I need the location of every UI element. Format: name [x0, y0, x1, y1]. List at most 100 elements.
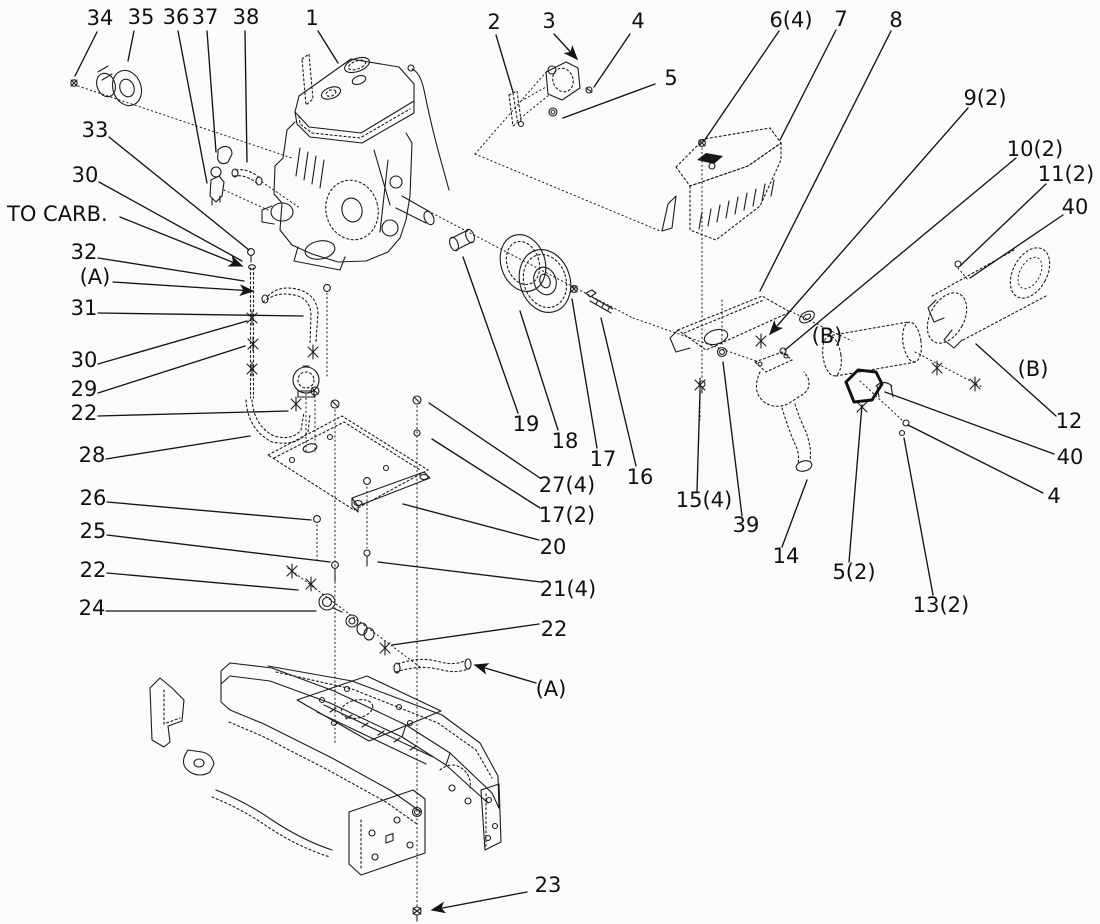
callout-label-30-23: 30: [71, 348, 98, 372]
callout-label-22-29: 22: [80, 558, 107, 582]
callout-label-214-38: 21(4): [540, 577, 596, 601]
callout-leader-17-33: [571, 298, 598, 449]
grommet: [799, 310, 815, 324]
callout-leader-64-10: [703, 30, 780, 142]
callout-leader-33-17: [108, 136, 250, 251]
carriage-bolt: [310, 386, 422, 907]
callout-label-34-0: 34: [87, 6, 114, 30]
elbow-fitting: [217, 145, 233, 165]
callout-label-52-44: 5(2): [832, 560, 875, 584]
screw: [585, 86, 593, 94]
screw: [570, 285, 578, 293]
callout-label-A-21: (A): [80, 265, 111, 289]
callout-label-39-42: 39: [733, 513, 760, 537]
lockwasher: [379, 640, 391, 656]
hardware-row: [286, 563, 472, 674]
screw: [954, 260, 962, 268]
callout-leader-112-15: [959, 183, 1047, 267]
callout-leader-38-4: [244, 30, 248, 163]
callout-label-28-26: 28: [79, 443, 106, 467]
callout-leader-29-24: [97, 345, 246, 394]
callout-leader-36-2: [177, 30, 208, 184]
engine-mount-plate: [266, 386, 431, 907]
fuel-line: [245, 264, 331, 453]
callout-leader-3-7: [553, 33, 579, 61]
exhaust-elbow: [755, 371, 810, 407]
callout-leader-102-14: [784, 157, 1017, 351]
callout-label-17-33: 17: [590, 447, 617, 471]
callout-label-4-8: 4: [631, 9, 644, 33]
callout-leader-274-35: [428, 402, 541, 479]
grommet-washer: [96, 65, 143, 107]
lockwasher: [305, 576, 317, 592]
callout-label-5-9: 5: [664, 66, 677, 90]
fitting: [209, 166, 225, 206]
heat-shield: [661, 127, 782, 394]
callout-label-22-25: 22: [71, 401, 98, 425]
fuel-cap: [344, 56, 370, 74]
callout-leader-12-48: [975, 343, 1057, 417]
muffler: [822, 321, 922, 377]
alignment-lines: [77, 70, 983, 668]
ignition-bracket: [508, 61, 593, 128]
screw: [755, 333, 767, 349]
mounting-hose: [393, 658, 472, 674]
callout-leader-14-43: [781, 479, 808, 548]
shoulder-screw: [70, 79, 78, 87]
nut: [548, 107, 558, 117]
callout-label-37-3: 37: [192, 5, 219, 29]
screw: [779, 347, 787, 355]
exhaust-downpipe: [781, 403, 812, 465]
callout-leader-4-8: [593, 33, 631, 88]
callout-leader-32-20: [97, 257, 245, 282]
callout-label-29-24: 29: [71, 377, 98, 401]
callout-label-7-11: 7: [834, 7, 847, 31]
callout-leader-92-13: [769, 107, 969, 336]
exhaust-gasket: [844, 368, 884, 404]
spacer: [356, 622, 375, 641]
callout-label-8-12: 8: [889, 8, 902, 32]
screw: [931, 360, 943, 376]
callout-label-2-6: 2: [487, 10, 500, 34]
callout-label-154-41: 15(4): [676, 488, 732, 512]
nut: [411, 806, 423, 818]
callout-leader-34-0: [74, 31, 98, 77]
callout-leader-40-16: [969, 214, 1064, 279]
callout-label-38-4: 38: [233, 5, 260, 29]
chassis-frame: [149, 662, 502, 922]
callout-label-A-40: (A): [536, 677, 567, 701]
engine: [261, 52, 450, 271]
crankshaft: [395, 195, 431, 224]
callout-label-112-15: 11(2): [1038, 162, 1094, 186]
callout-label-12-48: 12: [1056, 409, 1083, 433]
callout-label-24-30: 24: [79, 596, 106, 620]
callout-leader-22-25: [97, 410, 289, 417]
callout-leader-132-45: [903, 437, 934, 596]
callout-leader-22-39: [391, 623, 540, 646]
callout-label-4-50: 4: [1047, 484, 1060, 508]
screw: [323, 284, 331, 292]
dipstick: [301, 52, 314, 107]
callout-label-19-31: 19: [513, 412, 540, 436]
callout-leader-35-1: [127, 30, 135, 62]
callout-label-25-28: 25: [80, 519, 107, 543]
callout-label-B-47: (B): [1018, 357, 1049, 381]
callout-label-30-18: 30: [72, 163, 99, 187]
callout-label-26-27: 26: [80, 486, 107, 510]
callout-label-35-1: 35: [128, 5, 155, 29]
callout-leader-18-32: [519, 310, 559, 431]
lockwasher: [286, 563, 298, 579]
callout-leader-39-42: [722, 361, 743, 517]
screw: [898, 429, 906, 437]
callout-leader-4-50: [907, 424, 1044, 494]
callout-leader-5-9: [562, 83, 656, 119]
callout-label-36-2: 36: [163, 5, 190, 29]
callout-leader-7-11: [779, 29, 837, 141]
screw: [969, 376, 981, 392]
throttle-cable: [411, 68, 450, 191]
cable-clamp: [318, 593, 343, 613]
callout-label-92-13: 9(2): [963, 86, 1006, 110]
callout-label-B-46: (B): [812, 324, 843, 348]
